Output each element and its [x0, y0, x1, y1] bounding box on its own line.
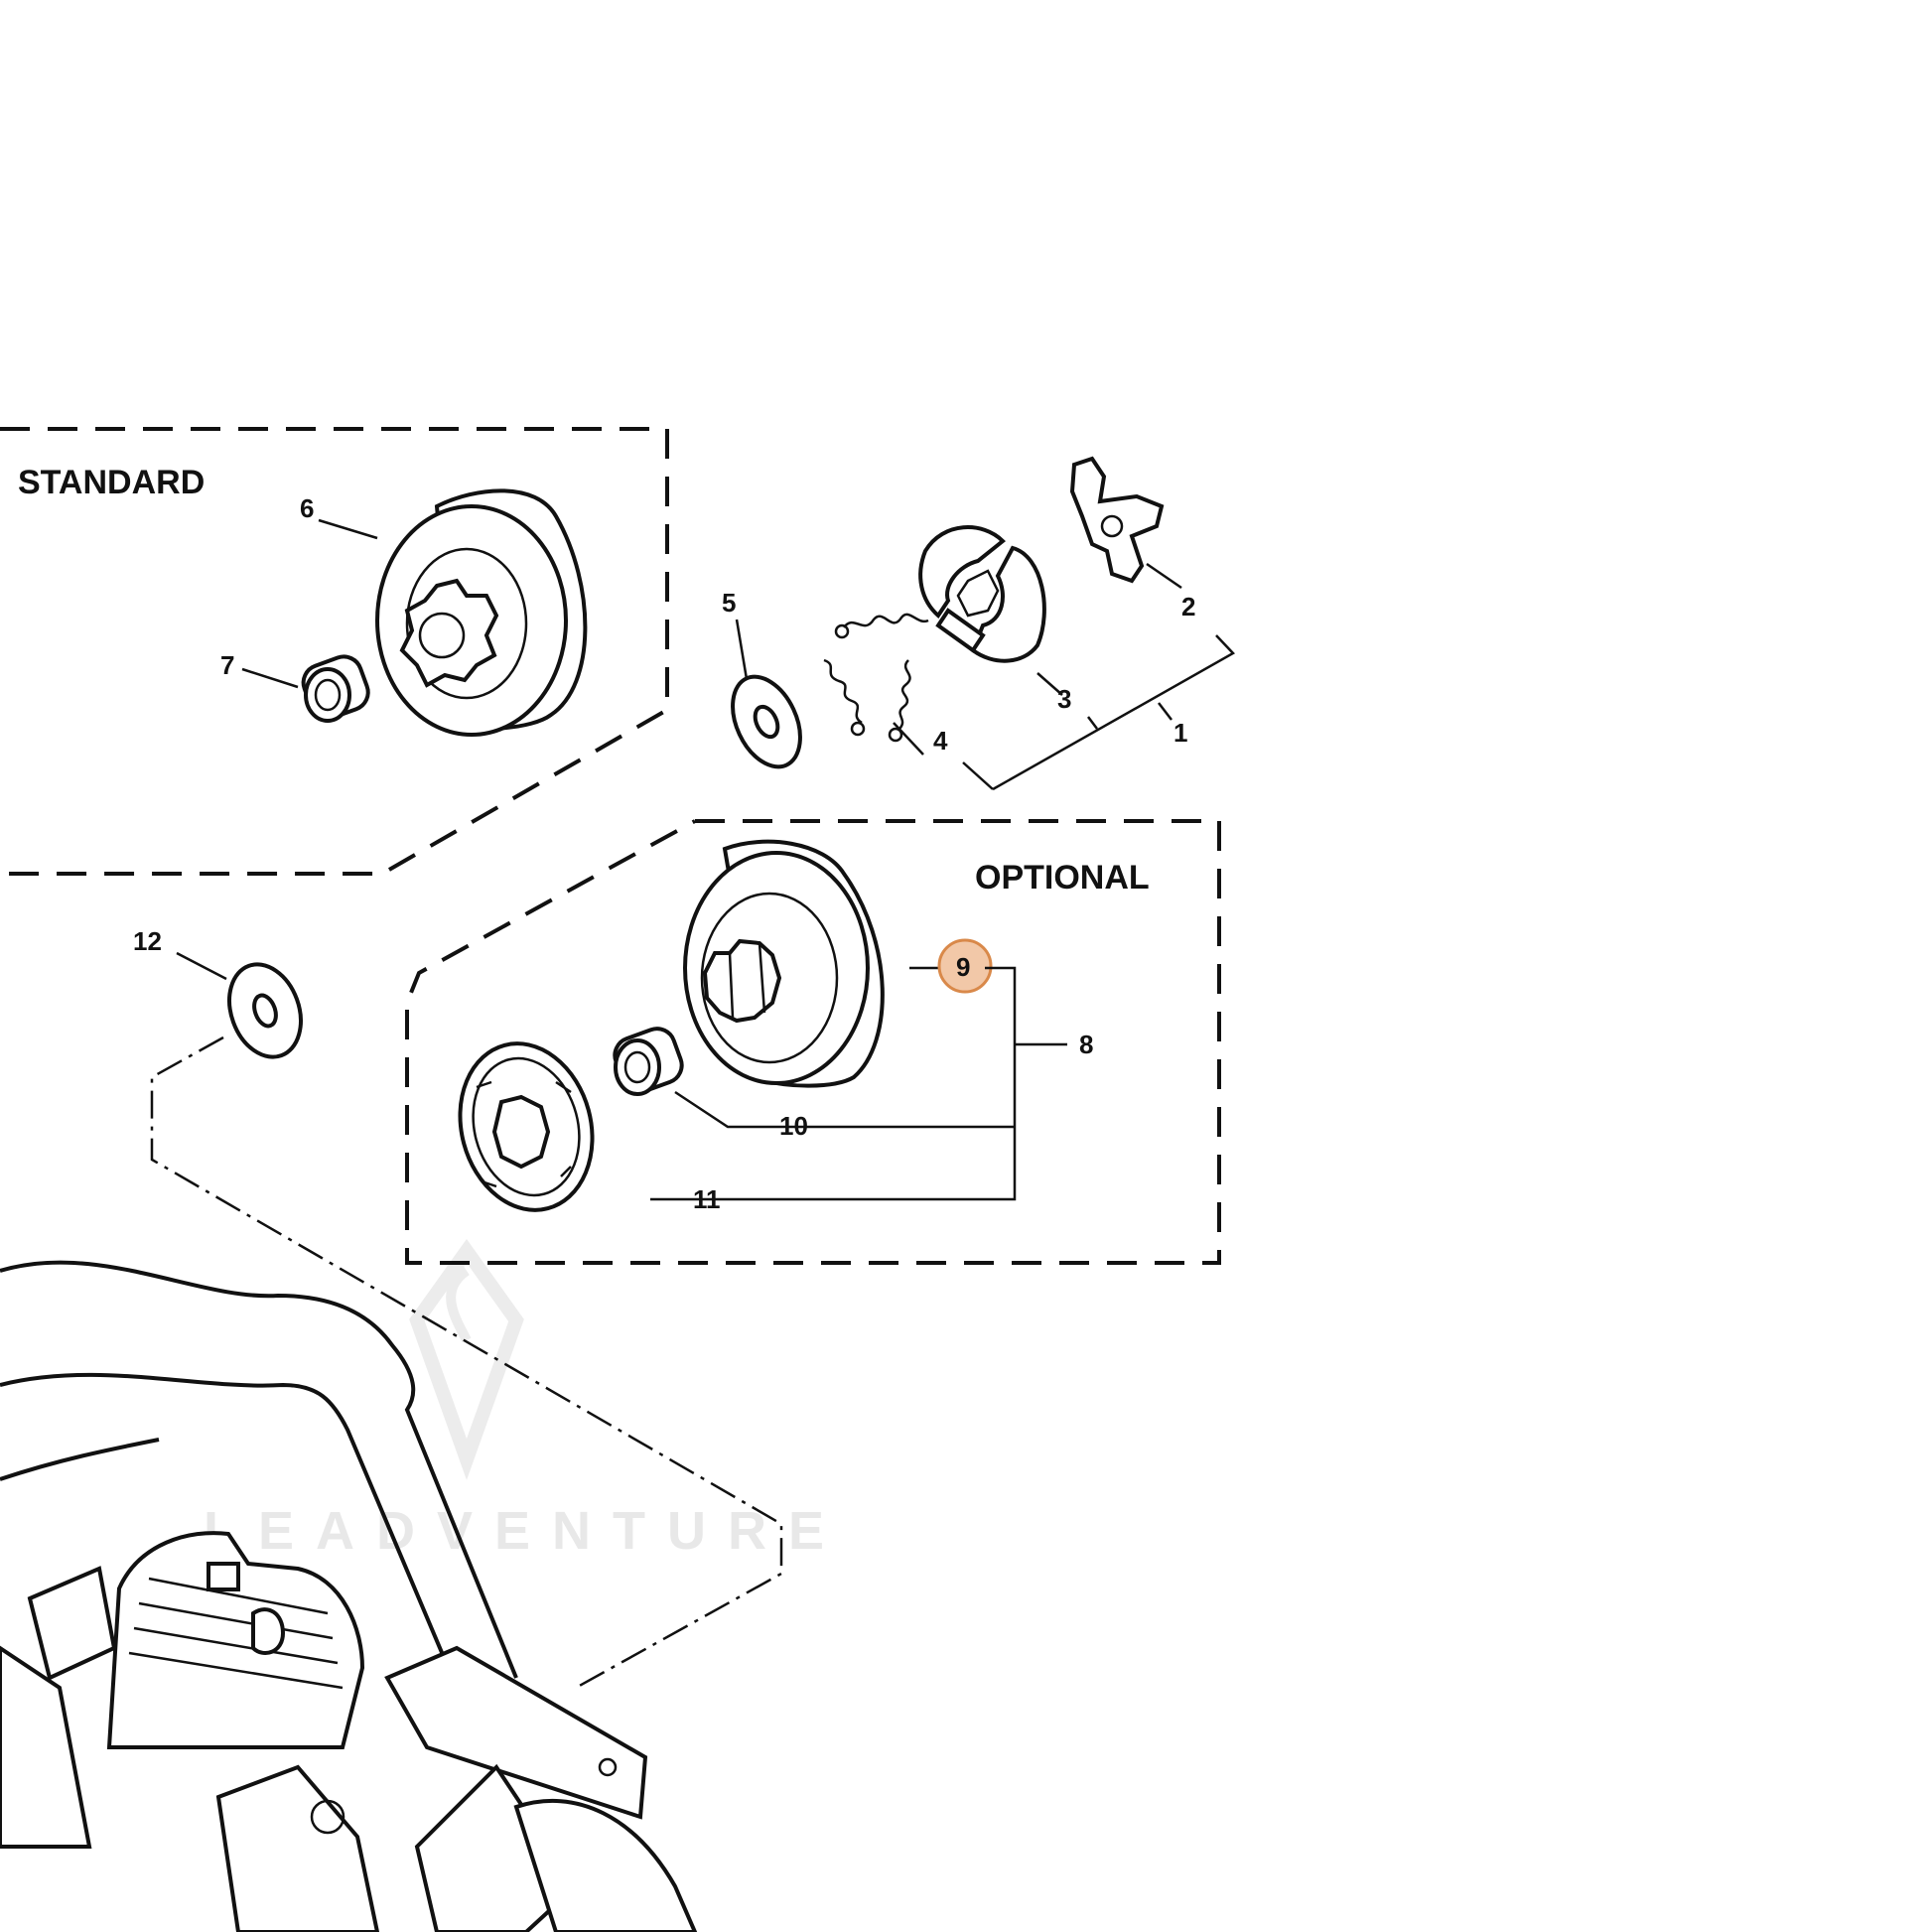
washer-12	[227, 962, 303, 1059]
callout-10: 10	[779, 1111, 808, 1141]
callout-5: 5	[722, 588, 736, 618]
callout-9-highlight[interactable]	[937, 938, 993, 994]
leader-12	[176, 951, 227, 981]
callout-3: 3	[1057, 684, 1071, 714]
clutch-hub-2	[1069, 456, 1165, 584]
callout-11: 11	[693, 1184, 721, 1214]
optional-group-box	[405, 819, 1221, 1265]
leader-7	[241, 667, 299, 689]
bracket-8	[650, 966, 1017, 1201]
watermark-text: LEADVENTURE	[204, 1501, 846, 1561]
bracket-1	[992, 634, 1236, 791]
leader-4	[893, 722, 924, 756]
clutch-shoes-3	[918, 525, 1046, 663]
needle-bearing-standard	[301, 654, 370, 723]
leader-3	[1036, 672, 1063, 696]
leader-2	[1146, 562, 1182, 590]
standard-label: STANDARD	[18, 464, 205, 501]
standard-group-box	[0, 427, 669, 876]
callout-1: 1	[1173, 718, 1187, 748]
rim-drum-9	[683, 839, 885, 1088]
leader-1	[1158, 702, 1173, 721]
callout-9[interactable]: 9	[956, 952, 970, 982]
watermark: LEADVENTURE	[204, 1238, 846, 1561]
washer-5	[731, 674, 802, 769]
callout-12: 12	[133, 926, 162, 956]
clutch-drum-standard	[375, 488, 588, 737]
callout-8: 8	[1079, 1030, 1093, 1059]
callout-6: 6	[300, 493, 314, 523]
leader-6	[318, 518, 378, 540]
leader-5	[735, 619, 749, 680]
callout-4: 4	[933, 726, 948, 756]
assembly-line	[150, 1035, 783, 1690]
callout-7: 7	[220, 650, 234, 680]
chainsaw-body	[0, 1260, 698, 1932]
springs-4	[823, 613, 929, 743]
optional-label: OPTIONAL	[975, 859, 1150, 897]
rim-sprocket-11	[458, 1041, 595, 1212]
needle-bearing-10	[613, 1027, 684, 1096]
callout-2: 2	[1181, 592, 1195, 621]
